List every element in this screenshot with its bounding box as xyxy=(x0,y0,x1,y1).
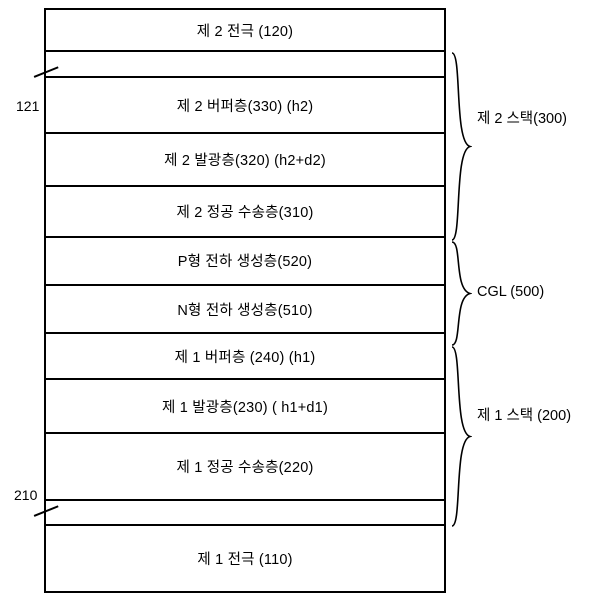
layer-label: 제 2 정공 수송층(310) xyxy=(176,204,314,221)
layer-p-type-charge-generation: P형 전하 생성층(520) xyxy=(46,238,444,287)
layer-first-buffer: 제 1 버퍼층 (240) (h1) xyxy=(46,334,444,381)
layer-label: 제 2 전극 (120) xyxy=(196,23,294,40)
layer-label: 제 2 발광층(320) (h2+d2) xyxy=(164,153,326,170)
layer-label: 제 1 발광층(230) ( h1+d1) xyxy=(162,399,328,416)
layer-first-hole-transport: 제 1 정공 수송층(220) xyxy=(46,434,444,501)
brace-cgl-label: CGL (500) xyxy=(477,284,545,300)
layer-label: 제 1 전극 (110) xyxy=(197,551,293,568)
layer-label: 제 2 버퍼층(330) (h2) xyxy=(176,98,314,115)
brace-second-stack-label: 제 2 스택(300) xyxy=(477,111,567,127)
callout-121: 121 xyxy=(16,98,40,114)
layer-gap-121 xyxy=(46,52,444,79)
layer-n-type-charge-generation: N형 전하 생성층(510) xyxy=(46,286,444,335)
layer-first-emission: 제 1 발광층(230) ( h1+d1) xyxy=(46,380,444,434)
layer-first-electrode: 제 1 전극 (110) xyxy=(46,526,444,591)
layer-label: 제 1 정공 수송층(220) xyxy=(176,459,314,476)
layer-second-buffer: 제 2 버퍼층(330) (h2) xyxy=(46,78,444,135)
layer-label: N형 전하 생성층(510) xyxy=(177,302,313,319)
layer-label: 제 1 버퍼층 (240) (h1) xyxy=(174,349,316,366)
brace-first-stack xyxy=(450,346,472,527)
layer-gap-210 xyxy=(46,501,444,526)
layer-second-emission: 제 2 발광층(320) (h2+d2) xyxy=(46,134,444,187)
callout-210: 210 xyxy=(14,487,38,503)
device-stack: 제 2 전극 (120) 제 2 버퍼층(330) (h2) 제 2 발광층(3… xyxy=(44,8,446,593)
layer-second-hole-transport: 제 2 정공 수송층(310) xyxy=(46,187,444,238)
layer-label: P형 전하 생성층(520) xyxy=(177,254,313,271)
brace-cgl xyxy=(450,241,472,346)
layer-second-electrode: 제 2 전극 (120) xyxy=(46,10,444,53)
brace-second-stack xyxy=(450,52,472,241)
brace-first-stack-label: 제 1 스택 (200) xyxy=(477,408,572,424)
